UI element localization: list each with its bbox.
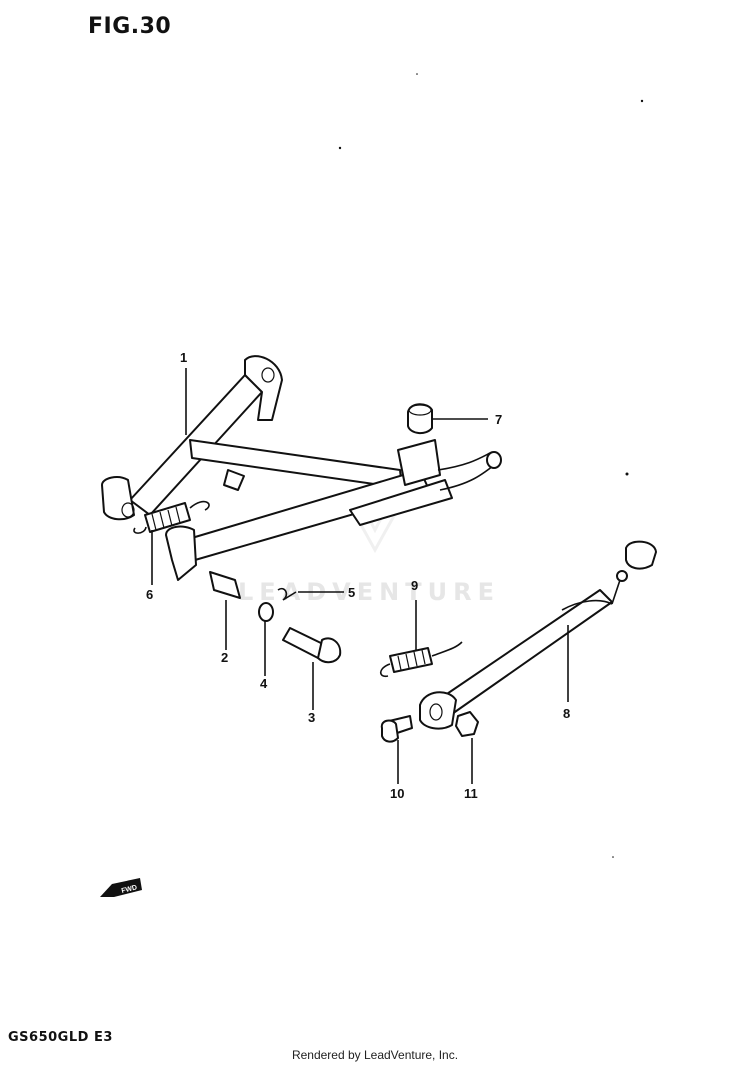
bolt-part [282, 627, 342, 664]
washer-part [258, 602, 274, 622]
callout-3: 3 [308, 710, 316, 725]
callout-9: 9 [411, 578, 419, 593]
callout-10: 10 [390, 786, 405, 801]
model-code: GS650GLD E3 [8, 1030, 113, 1045]
callout-6: 6 [146, 587, 154, 602]
callout-2: 2 [221, 650, 229, 665]
nut-part [455, 711, 479, 737]
callout-5: 5 [348, 585, 356, 600]
leader-lines [151, 368, 569, 784]
callout-11: 11 [464, 786, 478, 801]
figure-title: FIG.30 [88, 14, 172, 39]
callout-1: 1 [180, 350, 188, 365]
watermark-text: LEADVENTURE [238, 578, 500, 606]
cotter-pin-part [277, 587, 297, 601]
fwd-arrow-icon [100, 878, 142, 897]
side-stand-part [419, 540, 657, 730]
footer-credit: Rendered by LeadVenture, Inc. [291, 1048, 459, 1062]
fwd-label: FWD [121, 884, 138, 895]
stand-spring-part [133, 500, 210, 534]
scan-specks [338, 73, 644, 858]
collar-part [209, 571, 241, 599]
callout-8: 8 [563, 706, 571, 721]
side-stand-spring-part [379, 641, 463, 678]
callout-7: 7 [495, 412, 503, 427]
small-bolt-part [380, 715, 413, 743]
center-stand-part [101, 355, 502, 581]
stopper-part [407, 403, 433, 434]
callout-4: 4 [260, 676, 268, 691]
